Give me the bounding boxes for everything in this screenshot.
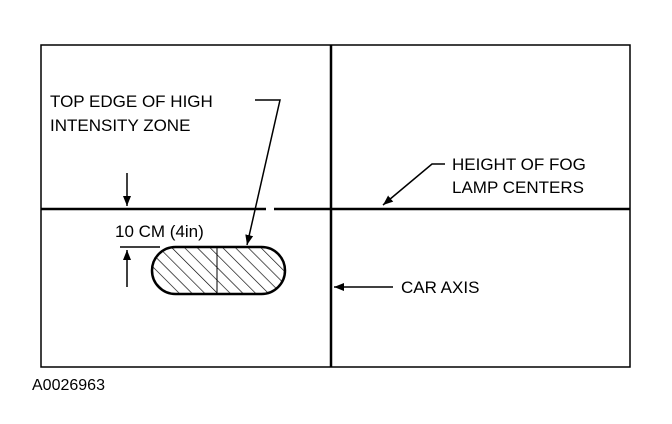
lamp-height-label-line2: LAMP CENTERS [452, 178, 584, 197]
aiming-screen-frame [40, 44, 631, 368]
top-edge-label-line1: TOP EDGE OF HIGH [50, 92, 213, 111]
distance-label: 10 CM (4in) [115, 222, 204, 241]
lamp-height-leader-arrow [382, 163, 445, 206]
lamp-height-label-line1: HEIGHT OF FOG [452, 155, 586, 174]
top-edge-label-line2: INTENSITY ZONE [50, 116, 190, 135]
car-axis-label: CAR AXIS [401, 278, 479, 297]
figure-id: A0026963 [32, 377, 105, 394]
high-intensity-zone [150, 245, 287, 296]
top-edge-leader-arrow [245, 99, 281, 246]
